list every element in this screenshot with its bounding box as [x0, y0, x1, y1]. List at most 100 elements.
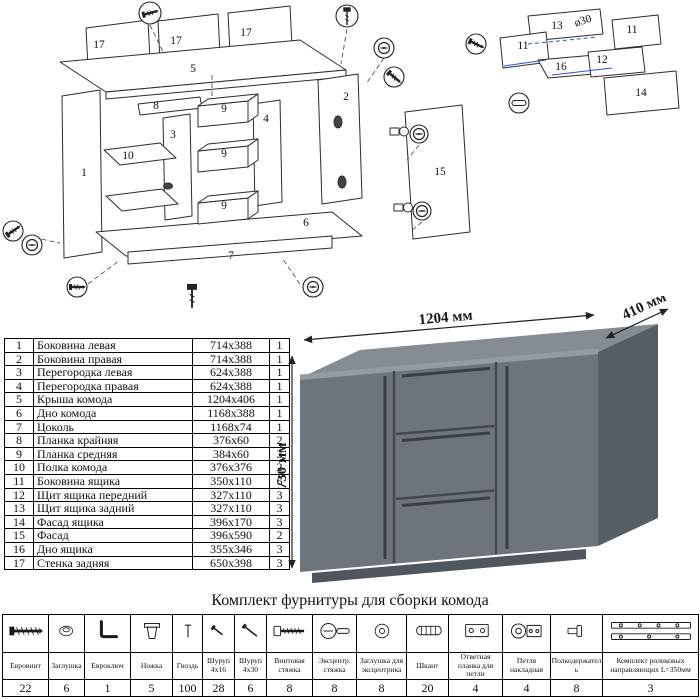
cam-lock-icon: [25, 238, 39, 252]
width-dimension-line: [303, 311, 595, 344]
depth-dimension-line: [605, 308, 669, 339]
part-label: 11: [626, 24, 637, 36]
part-number: 17: [4, 555, 34, 571]
hardware-icon-cell: [312, 614, 357, 653]
part-size: 350x110: [192, 473, 270, 489]
hardware-name: Полкодержатель: [550, 651, 603, 681]
part-label: 6: [303, 217, 309, 229]
nail-icon: [184, 624, 191, 639]
hardware-names-row: Евровинт Заглушка Евроключ Ножка Гвоздь …: [2, 651, 699, 681]
hardware-name: Петля накладная: [502, 651, 551, 681]
part-label: 9: [221, 148, 227, 160]
part-name: Щит ящика передний: [33, 487, 193, 503]
hardware-name: Шкант: [406, 651, 449, 681]
confirmat-screw-icon: [8, 626, 43, 636]
part-size: 384x60: [192, 446, 270, 462]
height-dimension-label: 730 мм: [278, 443, 290, 490]
hardware-icon-cell: [84, 614, 131, 653]
part-label: 1: [81, 167, 87, 179]
hardware-qty: 28: [202, 679, 235, 698]
drawer-groove: [401, 366, 491, 378]
hinge-glyph: [389, 126, 409, 137]
hardware-icon-cell: [172, 614, 203, 653]
plug-icon: [58, 625, 73, 637]
bottom-panel: [95, 211, 363, 257]
hardware-icon-cell: [356, 614, 407, 653]
assembly-guide-lines: [25, 24, 423, 285]
part-label: 9: [221, 200, 227, 212]
hardware-qty: 5: [130, 679, 173, 698]
left-side-panel: [61, 89, 103, 259]
width-dimension-label: 1204 мм: [418, 308, 473, 329]
part-name: Боковина правая: [33, 351, 193, 367]
part-number: 3: [4, 365, 34, 380]
part-name: Боковина левая: [33, 338, 193, 353]
hardware-qty: 8: [266, 679, 313, 698]
part-name: Полка комода: [33, 460, 193, 475]
dowel-icon: [511, 99, 527, 107]
screw-small-icon: [210, 624, 223, 636]
hardware-qty: 8: [356, 679, 407, 698]
cam-lock-icon: [319, 623, 350, 639]
hardware-icon-cell: [406, 614, 449, 653]
part-name: Планка крайняя: [33, 433, 193, 448]
part-number: 12: [4, 487, 34, 503]
dresser-side-face: [598, 324, 658, 546]
part-number: 7: [4, 419, 34, 435]
cam-lock-icon: [415, 204, 429, 218]
hardware-qty: 6: [234, 679, 267, 698]
drawer-back-panel: [527, 8, 604, 42]
part-number: 10: [4, 460, 34, 475]
hardware-icon-cell: [48, 614, 85, 653]
dresser-plinth: [312, 549, 586, 583]
part-name: Перегородка левая: [33, 365, 193, 380]
part-label: 5: [190, 63, 196, 75]
hardware-icon-cell: [550, 614, 603, 653]
part-number: 4: [4, 378, 34, 394]
part-size: 327x110: [192, 501, 270, 516]
part-number: 15: [4, 528, 34, 543]
hardware-icon-cell: [234, 614, 267, 653]
hardware-name: Ножка: [130, 651, 173, 681]
part-number: 11: [4, 473, 34, 489]
diagram-part-labels: 17 17 17 5 8 3 9 9 9 4 10 1 2 15 6 7 13 …: [81, 13, 647, 262]
part-label: 9: [221, 103, 227, 115]
part-number: 9: [4, 446, 34, 462]
hardware-name: Эксцентр. стяжка: [312, 651, 357, 681]
hardware-qty: 3: [602, 679, 699, 698]
hardware-name: Евровинт: [2, 651, 49, 681]
part-size: 624x388: [192, 378, 270, 394]
right-side-panel: [317, 73, 363, 205]
hinge-plate-icon: [464, 623, 489, 638]
panel-gaps: [392, 362, 498, 563]
hardware-icon-cell: [266, 614, 313, 653]
slide-guide-lines: [503, 36, 613, 76]
hardware-qty: 1: [84, 679, 131, 698]
hardware-icon-cell: [2, 614, 49, 653]
part-name: Крыша комода: [33, 392, 193, 407]
drawer-groove: [401, 431, 491, 442]
roller-guides-icon: [610, 622, 691, 640]
main-cabinet-exploded: [59, 5, 471, 265]
part-number: 8: [4, 433, 34, 448]
drawer-box: [197, 138, 259, 173]
hardware-icons-row: [2, 614, 699, 653]
dresser-render: 1204 мм 410 мм 730 мм: [274, 289, 669, 583]
hardware-name: Ответная планка для петли: [448, 651, 503, 681]
part-number: 14: [4, 514, 34, 530]
part-label: 11: [517, 40, 528, 52]
part-size: 714x388: [192, 338, 270, 353]
hardware-qty: 22: [2, 679, 49, 698]
hardware-name: Евроключ: [84, 651, 131, 681]
part-number: 2: [4, 351, 34, 367]
part-label: 17: [240, 27, 252, 39]
